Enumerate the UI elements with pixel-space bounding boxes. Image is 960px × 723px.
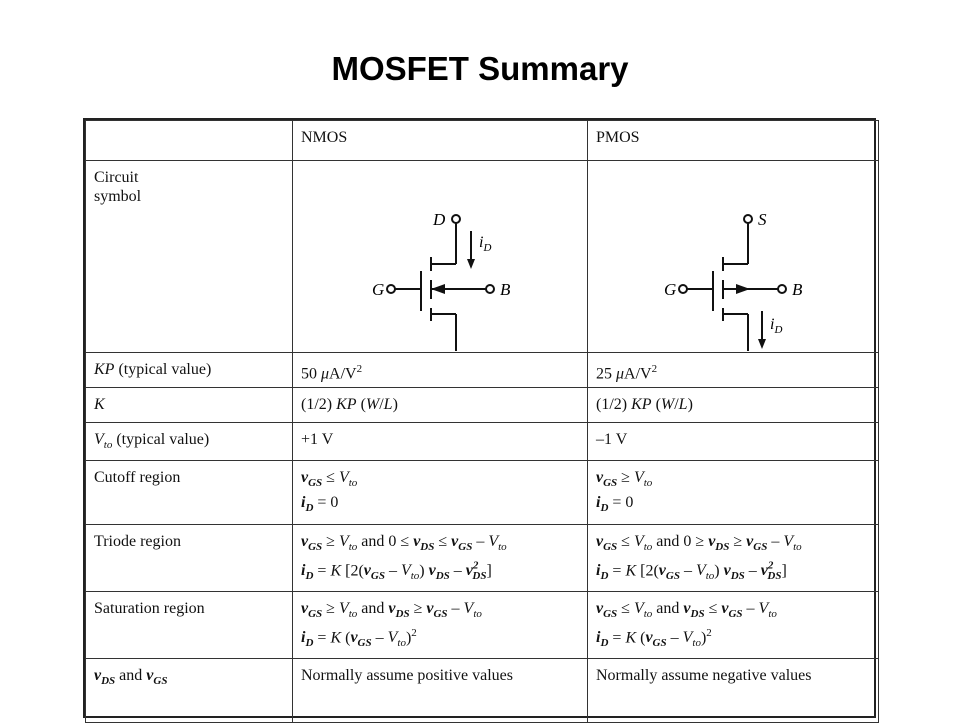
header-nmos: NMOS [292,120,588,161]
header-row: NMOS PMOS [85,120,879,161]
header-blank [85,120,293,161]
nmos-symbol-cell: D G B S iD [292,160,588,353]
kp-label: KP (typical value) [85,351,293,389]
triode-label: Triode region [85,523,293,592]
triode-nmos: vGS ≥ Vto and 0 ≤ vDS ≤ vGS – Vto iD = K… [292,523,588,592]
saturation-pmos: vGS ≤ Vto and vDS ≤ vGS – Vto iD = K (vG… [587,590,879,659]
vds-vgs-label: vDS and vGS [85,657,293,723]
nmos-source-label: S [466,350,475,351]
nmos-drain-label: D [432,210,446,229]
triode-pmos: vGS ≤ Vto and 0 ≥ vDS ≥ vGS – Vto iD = K… [587,523,879,592]
cutoff-label: Cutoff region [85,459,293,525]
nmos-gate-label: G [372,280,384,299]
circuit-symbol-label: Circuit symbol [85,160,293,353]
pmos-gate-label: G [664,280,676,299]
vds-vgs-nmos-text: Normally assume positive values [301,666,513,684]
nmos-symbol-icon: D G B S iD [372,210,511,351]
kp-label-var: KP [94,361,115,378]
saturation-label: Saturation region [85,590,293,659]
kp-label-rest: (typical value) [114,361,212,378]
page-title: MOSFET Summary [331,50,629,87]
cutoff-nmos: vGS ≤ Vto iD = 0 [292,459,588,525]
cutoff-pmos: vGS ≥ Vto iD = 0 [587,459,879,525]
header-pmos: PMOS [587,120,879,161]
vds-vgs-pmos: Normally assume negative values [587,657,879,723]
pmos-body-label: B [792,280,803,299]
saturation-nmos: vGS ≥ Vto and vDS ≥ vGS – Vto iD = K (vG… [292,590,588,659]
pmos-source-label: S [758,210,767,229]
k-pmos: (1/2) KP (W/L) [587,387,879,424]
pmos-symbol-cell: S G B D iD [587,160,879,353]
pmos-current-label: iD [770,316,782,336]
cutoff-row: Cutoff region vGS ≤ Vto iD = 0 vGS ≥ Vto… [85,459,879,525]
pmos-symbol-icon: S G B D iD [664,210,803,351]
k-label-text: K [94,396,105,414]
vto-pmos: –1 V [587,422,879,461]
k-label: K [85,387,293,424]
kp-pmos: 25 μA/V2 [587,351,879,389]
kp-nmos: 50 μA/V2 [292,351,588,389]
pmos-drain-label: D [726,350,740,351]
saturation-row: Saturation region vGS ≥ Vto and vDS ≥ vG… [85,590,879,659]
mosfet-summary-table: NMOS PMOS Circuit symbol [83,118,879,723]
circuit-symbol-label-text: Circuit symbol [94,169,142,205]
triode-row: Triode region vGS ≥ Vto and 0 ≤ vDS ≤ vG… [85,523,879,592]
vto-nmos: +1 V [292,422,588,461]
vto-label-rest: (typical value) [112,431,210,449]
nmos-current-label: iD [479,234,491,254]
circuit-symbol-row: Circuit symbol [85,160,879,353]
vto-row: Vto (typical value) +1 V –1 V [85,422,879,461]
vds-vgs-row: vDS and vGS Normally assume positive val… [85,657,879,723]
kp-row: KP (typical value) 50 μA/V2 25 μA/V2 [85,351,879,389]
k-row: K (1/2) KP (W/L) (1/2) KP (W/L) [85,387,879,424]
vto-label: Vto (typical value) [85,422,293,461]
vds-vgs-pmos-text: Normally assume negative values [596,666,812,684]
k-nmos: (1/2) KP (W/L) [292,387,588,424]
vds-vgs-nmos: Normally assume positive values [292,657,588,723]
nmos-body-label: B [500,280,511,299]
